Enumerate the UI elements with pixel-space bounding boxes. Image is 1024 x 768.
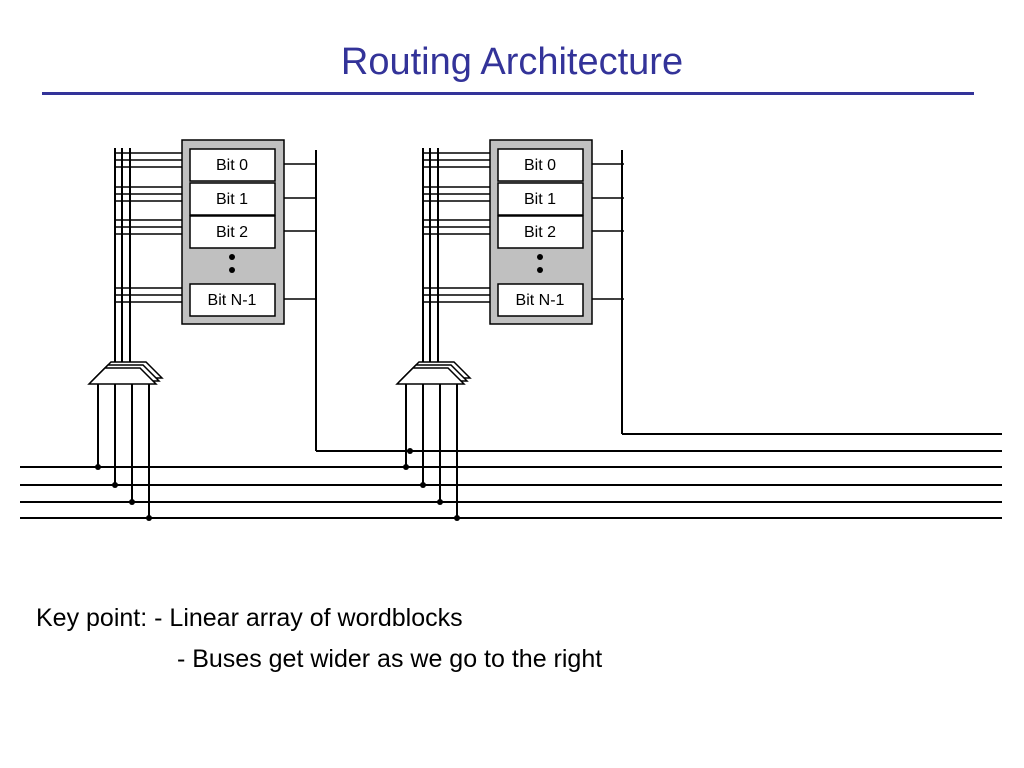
bit-cell (497, 215, 584, 249)
wires (20, 148, 1002, 519)
key-point-2: - Buses get wider as we go to the right (176, 645, 603, 673)
key-points: Key point: - Linear array of wordblocks … (36, 604, 602, 686)
bit-cell-label: Bit 0 (524, 157, 556, 174)
bit-cell-label: Bit 2 (524, 224, 556, 241)
junction-dot (112, 482, 118, 488)
bit-cell (497, 148, 584, 182)
junction-dot (129, 499, 135, 505)
junction-dot (437, 499, 443, 505)
bit-cell (189, 283, 276, 317)
title-underline (42, 92, 974, 95)
bit-cell (497, 283, 584, 317)
bit-cell-label: Bit N-1 (516, 292, 565, 309)
ellipsis-dot (229, 254, 235, 260)
junction-dot (403, 464, 409, 470)
bit-cell (189, 182, 276, 216)
junction-dot (407, 448, 413, 454)
wordblocks: Bit 0 Bit 1 Bit 2 Bit N-1 Bit 0 Bit 1 Bit 2 Bit… (181, 139, 593, 325)
ellipsis-dot (537, 267, 543, 273)
slide-title: Routing Architecture (340, 41, 684, 83)
junction-dot (420, 482, 426, 488)
ellipsis-dot (229, 267, 235, 273)
key-point-row-1: Key point: - Linear array of wordblocks (36, 604, 602, 645)
bit-cell-label: Bit 2 (216, 224, 248, 241)
bit-cell (189, 215, 276, 249)
multiplexers (87, 361, 472, 385)
ellipsis-dot (537, 254, 543, 260)
bit-cell-label: Bit 1 (216, 191, 248, 208)
key-point-row-2: - Buses get wider as we go to the right (36, 645, 602, 686)
key-point-1: - Linear array of wordblocks (154, 604, 463, 632)
bit-cell-label: Bit 1 (524, 191, 556, 208)
junction-dot (146, 515, 152, 521)
junction-dots (95, 448, 460, 521)
multiplexer (87, 367, 158, 385)
junction-dot (454, 515, 460, 521)
key-point-prefix: Key point: (36, 604, 148, 632)
bit-cell-label: Bit N-1 (208, 292, 257, 309)
bit-cell-label: Bit 0 (216, 157, 248, 174)
multiplexer (395, 367, 466, 385)
bit-cell (497, 182, 584, 216)
junction-dot (95, 464, 101, 470)
bit-cell (189, 148, 276, 182)
